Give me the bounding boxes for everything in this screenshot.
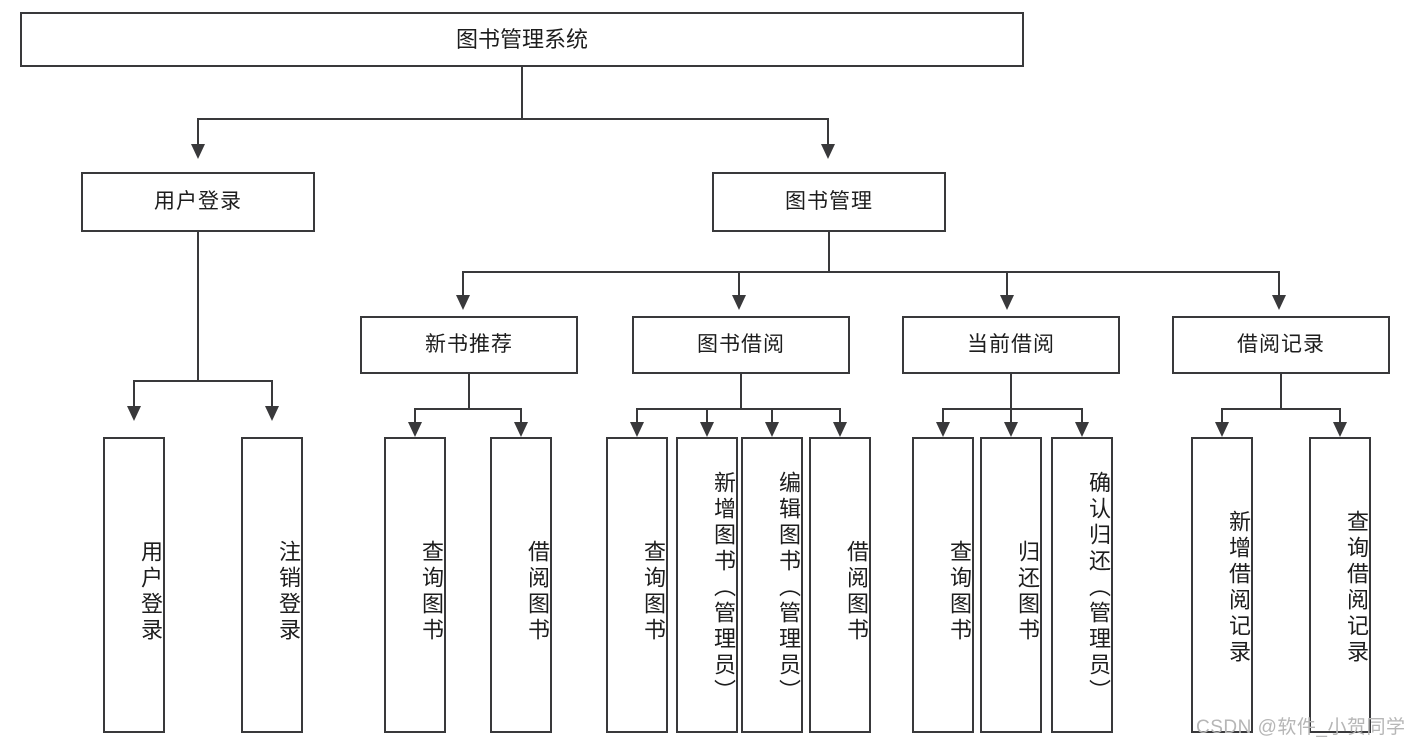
node-root-system[interactable]: 图书管理系统 bbox=[20, 12, 1024, 67]
connector-newbook-drop-1 bbox=[520, 408, 522, 424]
node-label: 编辑图书（管理员） bbox=[776, 471, 801, 705]
connector-currentborrow-bus bbox=[942, 408, 1083, 410]
leaf-confirm-return-admin[interactable]: 确认归还（管理员） bbox=[1051, 437, 1113, 733]
connector-currentborrow-stem bbox=[1010, 374, 1012, 408]
node-label: 查询借阅记录 bbox=[1344, 510, 1369, 666]
connector-level2-drop-2 bbox=[1006, 271, 1008, 297]
leaf-borrow-book[interactable]: 借阅图书 bbox=[809, 437, 871, 733]
connector-currentborrow-drop-1 bbox=[1010, 408, 1012, 424]
connector-borrowrecord-drop-1 bbox=[1339, 408, 1341, 424]
node-label: 借阅图书 bbox=[525, 540, 550, 644]
arrowhead-level1-0 bbox=[191, 144, 205, 159]
arrowhead-bookborrow-2 bbox=[765, 422, 779, 437]
node-label: 查询图书 bbox=[947, 540, 972, 644]
arrowhead-borrowrecord-1 bbox=[1333, 422, 1347, 437]
leaf-query-book-borrow[interactable]: 查询图书 bbox=[606, 437, 668, 733]
leaf-borrow-book-newbook[interactable]: 借阅图书 bbox=[490, 437, 552, 733]
node-book-borrow[interactable]: 图书借阅 bbox=[632, 316, 850, 374]
connector-level1-bus bbox=[197, 118, 829, 120]
connector-userlogin-stem bbox=[197, 232, 199, 380]
arrowhead-level2-1 bbox=[732, 295, 746, 310]
node-label: 图书管理系统 bbox=[455, 26, 588, 52]
connector-newbook-drop-0 bbox=[414, 408, 416, 424]
leaf-add-book-admin[interactable]: 新增图书（管理员） bbox=[676, 437, 738, 733]
node-label: 归还图书 bbox=[1015, 540, 1040, 644]
connector-borrowrecord-drop-0 bbox=[1221, 408, 1223, 424]
leaf-query-borrow-record[interactable]: 查询借阅记录 bbox=[1309, 437, 1371, 733]
node-label: 借阅图书 bbox=[844, 540, 869, 644]
node-borrow-record[interactable]: 借阅记录 bbox=[1172, 316, 1390, 374]
connector-userlogin-bus bbox=[133, 380, 273, 382]
arrowhead-level1-1 bbox=[821, 144, 835, 159]
leaf-query-book-newbook[interactable]: 查询图书 bbox=[384, 437, 446, 733]
arrowhead-level2-0 bbox=[456, 295, 470, 310]
connector-borrowrecord-stem bbox=[1280, 374, 1282, 408]
node-label: 图书管理 bbox=[785, 189, 873, 213]
arrowhead-userlogin-1 bbox=[265, 406, 279, 421]
connector-level2-drop-0 bbox=[462, 271, 464, 297]
node-new-book-recommend[interactable]: 新书推荐 bbox=[360, 316, 578, 374]
arrowhead-bookborrow-1 bbox=[700, 422, 714, 437]
arrowhead-newbook-0 bbox=[408, 422, 422, 437]
arrowhead-bookborrow-0 bbox=[630, 422, 644, 437]
connector-bookborrow-drop-3 bbox=[839, 408, 841, 424]
connector-newbook-stem bbox=[468, 374, 470, 408]
node-book-management[interactable]: 图书管理 bbox=[712, 172, 946, 232]
connector-newbook-bus bbox=[414, 408, 522, 410]
connector-level1-drop-0 bbox=[197, 118, 199, 146]
leaf-logout[interactable]: 注销登录 bbox=[241, 437, 303, 733]
connector-level2-bus bbox=[462, 271, 1280, 273]
node-label: 新增借阅记录 bbox=[1226, 510, 1251, 666]
arrowhead-currentborrow-2 bbox=[1075, 422, 1089, 437]
connector-bookborrow-bus bbox=[636, 408, 841, 410]
connector-level2-drop-1 bbox=[738, 271, 740, 297]
connector-userlogin-drop-0 bbox=[133, 380, 135, 408]
node-label: 查询图书 bbox=[641, 540, 666, 644]
node-label: 借阅记录 bbox=[1237, 332, 1325, 356]
arrowhead-newbook-1 bbox=[514, 422, 528, 437]
leaf-edit-book-admin[interactable]: 编辑图书（管理员） bbox=[741, 437, 803, 733]
node-label: 注销登录 bbox=[276, 540, 301, 644]
connector-bookborrow-stem bbox=[740, 374, 742, 408]
leaf-user-login[interactable]: 用户登录 bbox=[103, 437, 165, 733]
connector-level1-drop-1 bbox=[827, 118, 829, 146]
node-label: 确认归还（管理员） bbox=[1086, 471, 1111, 705]
node-label: 当前借阅 bbox=[967, 332, 1055, 356]
arrowhead-borrowrecord-0 bbox=[1215, 422, 1229, 437]
leaf-query-book-current[interactable]: 查询图书 bbox=[912, 437, 974, 733]
connector-bookborrow-drop-2 bbox=[771, 408, 773, 424]
node-user-login[interactable]: 用户登录 bbox=[81, 172, 315, 232]
connector-currentborrow-drop-2 bbox=[1081, 408, 1083, 424]
node-label: 查询图书 bbox=[419, 540, 444, 644]
arrowhead-bookborrow-3 bbox=[833, 422, 847, 437]
arrowhead-level2-2 bbox=[1000, 295, 1014, 310]
node-label: 图书借阅 bbox=[697, 332, 785, 356]
node-current-borrow[interactable]: 当前借阅 bbox=[902, 316, 1120, 374]
connector-currentborrow-drop-0 bbox=[942, 408, 944, 424]
leaf-return-book[interactable]: 归还图书 bbox=[980, 437, 1042, 733]
connector-bookborrow-drop-1 bbox=[706, 408, 708, 424]
arrowhead-level2-3 bbox=[1272, 295, 1286, 310]
connector-bookborrow-drop-0 bbox=[636, 408, 638, 424]
connector-level2-drop-3 bbox=[1278, 271, 1280, 297]
node-label: 新增图书（管理员） bbox=[711, 471, 736, 705]
leaf-add-borrow-record[interactable]: 新增借阅记录 bbox=[1191, 437, 1253, 733]
connector-root-stem bbox=[521, 67, 523, 118]
arrowhead-currentborrow-1 bbox=[1004, 422, 1018, 437]
node-label: 用户登录 bbox=[138, 540, 163, 644]
connector-bookmgmt-stem bbox=[828, 232, 830, 271]
node-label: 新书推荐 bbox=[425, 332, 513, 356]
connector-userlogin-drop-1 bbox=[271, 380, 273, 408]
connector-borrowrecord-bus bbox=[1221, 408, 1341, 410]
arrowhead-userlogin-0 bbox=[127, 406, 141, 421]
node-label: 用户登录 bbox=[154, 189, 242, 213]
arrowhead-currentborrow-0 bbox=[936, 422, 950, 437]
